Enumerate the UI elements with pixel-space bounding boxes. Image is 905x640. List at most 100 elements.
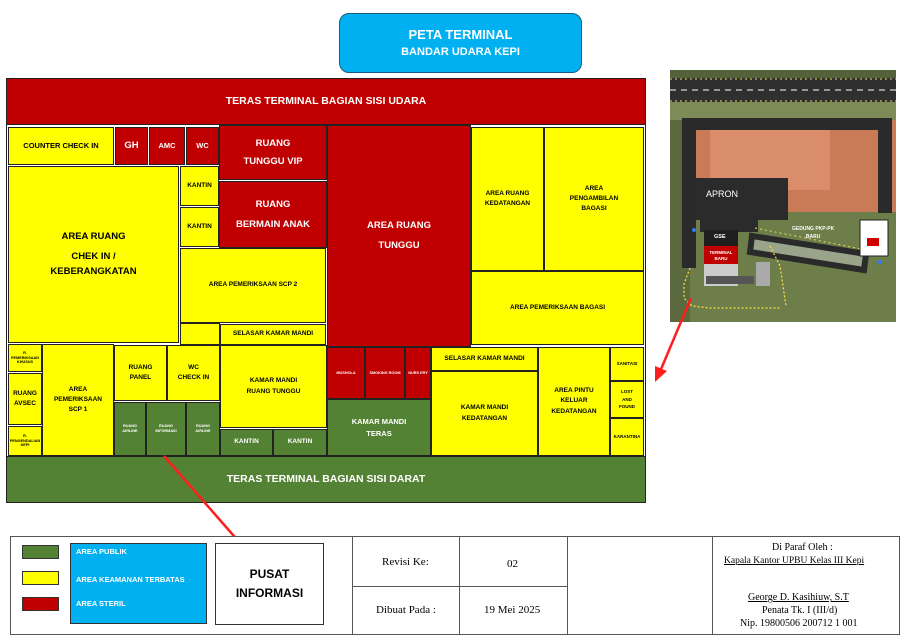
lost-and-found: LOST AND FOUND (610, 381, 644, 418)
km-datang-label-2: KEDATANGAN (461, 414, 508, 422)
legend-label-sterile: AREA STERIL (76, 599, 126, 608)
gedung-pkp-label: GEDUNG PKP-PK BARU (792, 226, 834, 241)
footer-divider-1 (352, 536, 353, 635)
revision-label: Revisi Ke: (382, 556, 429, 568)
airside-terrace: TERAS TERMINAL BAGIAN SISI UDARA (6, 78, 646, 125)
waiting-bathroom: KAMAR MANDI RUANG TUNGGU (220, 345, 327, 428)
arrow-photo-head (655, 366, 667, 382)
exit-label-3: KEDATANGAN (551, 407, 597, 415)
checkin-label-1: AREA RUANG (61, 231, 126, 243)
map-title-line1: PETA TERMINAL (408, 26, 513, 42)
panel-label-2: PANEL (129, 374, 152, 381)
arrival-label-1: AREA RUANG (485, 189, 530, 197)
airline-room-1: RUANG AIRLINE (114, 402, 146, 456)
exit-label-2: KELUAR (560, 397, 588, 405)
nursery-room: NURS ERY (405, 347, 431, 399)
baggage-claim-label-1: AREA (584, 184, 604, 192)
mushola-room: MUSHOLA (327, 347, 365, 399)
footer-row-divider (352, 586, 567, 587)
aerial-map-graphic (670, 70, 896, 322)
footer-divider-3 (567, 536, 568, 635)
bathroom-corridor-1: SELASAR KAMAR MANDI (220, 324, 326, 345)
official-rank: Penata Tk. I (III/d) (762, 605, 838, 616)
baggage-claim-label-2: PENGAMBILAN (569, 194, 619, 202)
approved-by-label: Di Paraf Oleh : (772, 542, 833, 553)
smoking-room: SMOKING ROOM (365, 347, 405, 399)
avsec-room: RUANG AVSEC (8, 373, 42, 425)
kantin-3: KANTIN (220, 429, 273, 456)
office-head-label: Kapala Kantor UPBU Kelas III Kepi (724, 556, 865, 566)
control-room: R. PENGENDALIAN KEPI (8, 426, 42, 456)
quarantine-room: KARANTINA (610, 418, 644, 456)
terrace-bathroom: KAMAR MANDI TERAS (327, 399, 431, 456)
arrival-label-2: KEDATANGAN (484, 200, 531, 207)
arrival-exit-area: AREA PINTU KELUAR KEDATANGAN (538, 347, 610, 456)
vip-waiting-room: RUANG TUNGGU VIP (219, 125, 327, 180)
legend-color-restricted (22, 571, 59, 585)
created-value: 19 Mei 2025 (484, 604, 541, 616)
info-center-label-2: INFORMASI (235, 586, 304, 600)
exit-label-1: AREA PINTU (554, 387, 594, 395)
lost-label-3: FOUND (619, 404, 635, 410)
airline-room-2: RUANG AIRLINE (186, 402, 220, 456)
landside-terrace: TERAS TERMINAL BAGIAN SISI DARAT (6, 456, 646, 503)
site-aerial-photo: APRON GSE TERMINAL BARU GEDUNG PKP-PK BA… (670, 70, 896, 322)
map-title-line2: BANDAR UDARA KEPI (401, 45, 520, 58)
revision-value: 02 (507, 558, 518, 570)
wc-top: WC (186, 127, 219, 165)
legend-label-public: AREA PUBLIK (76, 547, 127, 556)
kantin-1: KANTIN (180, 166, 219, 206)
map-title: PETA TERMINAL BANDAR UDARA KEPI (339, 13, 582, 73)
km-tunggu-label-1: KAMAR MANDI (249, 377, 298, 385)
legend-panel (70, 543, 207, 624)
apron-label: APRON (706, 189, 739, 199)
kids-play-room: RUANG BERMAIN ANAK (219, 181, 327, 248)
checkin-label-3: KEBERANGKATAN (50, 265, 137, 277)
play-label-2: BERMAIN ANAK (235, 218, 311, 230)
vip-label-2: TUNGGU VIP (243, 155, 303, 167)
counter-check-in: COUNTER CHECK IN (8, 127, 114, 165)
wc-checkin-label-1: WC (188, 363, 199, 371)
check-in-area: AREA RUANG CHEK IN / KEBERANGKATAN (8, 166, 179, 343)
vip-label-1: RUANG (255, 137, 291, 149)
scp1-label-3: SCP 1 (68, 406, 88, 414)
baggage-claim-area: AREA PENGAMBILAN BAGASI (544, 127, 644, 271)
arrow-photo-line (657, 297, 693, 375)
km-datang-label-1: KAMAR MANDI (460, 404, 509, 412)
teras-label-1: KAMAR MANDI (351, 416, 407, 426)
scp1-label-2: PEMERIKSAAN (53, 395, 103, 403)
avsec-label-2: AVSEC (14, 400, 36, 407)
wc-check-in: WC CHECK IN (167, 345, 220, 401)
info-center-box: PUSAT INFORMASI (215, 543, 324, 625)
wc-checkin-label-2: CHECK IN (177, 374, 210, 381)
panel-label-1: RUANG (128, 363, 153, 371)
km-tunggu-label-2: RUANG TUNGGU (246, 387, 301, 395)
gedung-label-2: BARU (805, 233, 821, 240)
terminal-label: TERMINAL BARU (704, 250, 738, 263)
footer-divider-2 (459, 536, 460, 635)
footer-divider-4 (712, 536, 713, 635)
arrival-area: AREA RUANG KEDATANGAN (471, 127, 544, 271)
info-center-label-1: PUSAT (249, 567, 290, 581)
gh-room: GH (115, 127, 148, 165)
baggage-claim-label-3: BAGASI (581, 205, 607, 213)
baggage-check-area: AREA PEMERIKSAAN BAGASI (471, 271, 644, 345)
information-room: RUANG INFORMASI (146, 402, 186, 456)
bathroom-corridor-2: SELASAR KAMAR MANDI (431, 347, 538, 371)
amc-room: AMC (149, 127, 185, 165)
gedung-label-1: GEDUNG PKP-PK (792, 226, 835, 232)
lost-label-1: LOST (621, 389, 633, 395)
scp2-area: AREA PEMERIKSAAN SCP 2 (180, 248, 326, 323)
legend-color-sterile (22, 597, 59, 611)
kantin-4: KANTIN (273, 429, 327, 456)
kantin-2: KANTIN (180, 207, 219, 247)
waiting-label-2: TUNGGU (378, 240, 420, 251)
gse-label: GSE (714, 234, 726, 240)
legend-color-public (22, 545, 59, 559)
terminal-label-1: TERMINAL (709, 250, 733, 255)
teras-label-2: TERAS (366, 429, 392, 438)
waiting-room: AREA RUANG TUNGGU (327, 125, 471, 347)
checkin-label-2: CHEK IN / (71, 251, 116, 263)
panel-room: RUANG PANEL (114, 345, 167, 401)
official-name: George D. Kasihiuw, S.T (748, 592, 849, 603)
